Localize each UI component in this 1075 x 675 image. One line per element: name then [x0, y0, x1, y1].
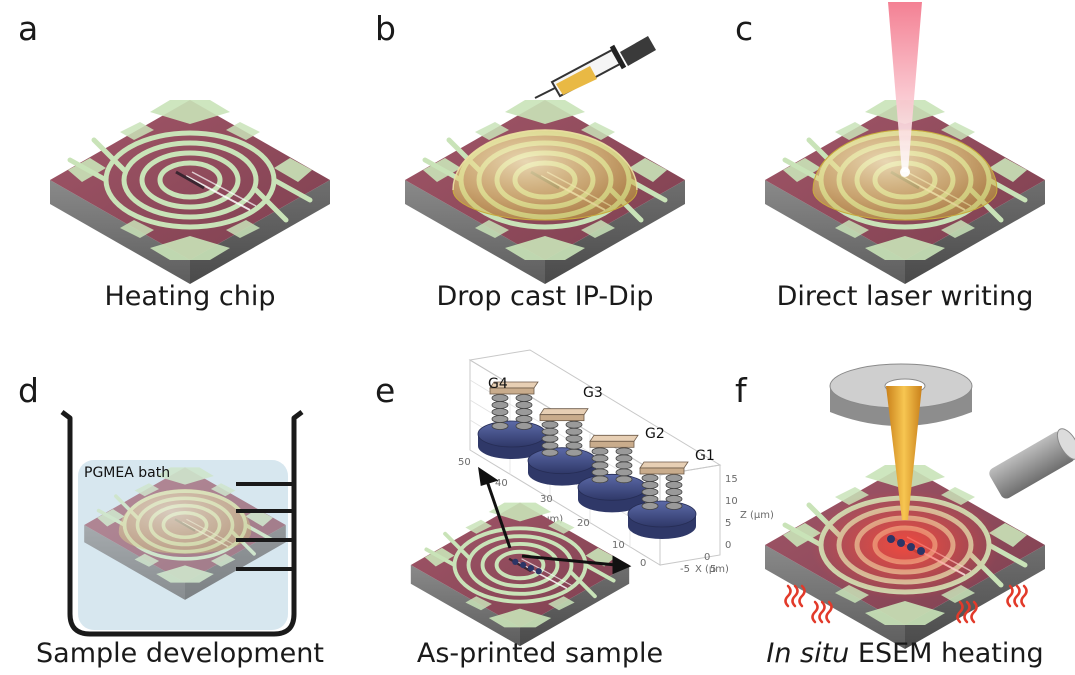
printed-structures — [477, 381, 697, 539]
y-tick-10: 10 — [612, 540, 625, 551]
caption-f-rest: ESEM heating — [849, 638, 1043, 669]
y-tick-20: 20 — [577, 518, 590, 529]
z-tick-0: 0 — [725, 540, 731, 551]
panel-letter-c: c — [735, 9, 753, 48]
caption-f: In situ ESEM heating — [766, 638, 1043, 669]
laser-focus — [900, 167, 910, 177]
caption-c: Direct laser writing — [777, 281, 1034, 312]
heat-wave-icons — [784, 584, 1028, 624]
caption-f-italic: In situ — [766, 638, 849, 669]
zoom-arrows — [478, 466, 632, 575]
label-g2: G2 — [645, 426, 665, 442]
y-tick-40: 40 — [495, 478, 508, 489]
panel-letter-f: f — [735, 371, 748, 410]
panel-letter-d: d — [18, 371, 39, 410]
caption-a: Heating chip — [105, 281, 276, 312]
caption-e: As-printed sample — [417, 638, 663, 669]
esem-heating-chip-illustration — [765, 465, 1045, 649]
z-tick-15: 15 — [725, 474, 738, 485]
panel-letter-a: a — [18, 9, 38, 48]
y-axis-ticks: 50 40 30 20 10 0 — [458, 457, 646, 569]
drop-cast-chip-illustration — [405, 100, 685, 284]
laser-beam-icon — [888, 2, 922, 172]
structure-g4 — [477, 381, 547, 459]
beaker-illustration — [60, 410, 304, 637]
heating-chip-illustration — [50, 100, 330, 284]
panel-letter-b: b — [375, 9, 396, 48]
detector-tip-icon — [886, 386, 922, 520]
label-g3: G3 — [583, 385, 603, 401]
structure-g3 — [527, 408, 597, 486]
detector-cylinder-icon — [989, 428, 1075, 499]
panel-letter-e: e — [375, 371, 395, 410]
caption-b: Drop cast IP-Dip — [437, 281, 654, 312]
y-tick-50: 50 — [458, 457, 471, 468]
x-axis-label: X (µm) — [695, 564, 729, 575]
bath-label: PGMEA bath — [84, 465, 170, 481]
z-tick-10: 10 — [725, 496, 738, 507]
z-axis-label: Z (µm) — [740, 510, 774, 521]
structure-g1 — [627, 461, 697, 539]
label-g1: G1 — [695, 448, 715, 464]
x-tick-neg5: -5 — [680, 564, 690, 575]
y-tick-0: 0 — [640, 558, 646, 569]
y-tick-30: 30 — [540, 494, 553, 505]
caption-d: Sample development — [36, 638, 324, 669]
x-tick-0: 0 — [704, 552, 710, 563]
label-g4: G4 — [488, 376, 508, 392]
syringe-icon — [534, 36, 656, 99]
printed-chip-illustration — [408, 500, 632, 649]
x-tick-5: 5 — [710, 564, 716, 575]
z-tick-5: 5 — [725, 518, 731, 529]
z-axis-ticks: 15 10 5 0 — [725, 474, 738, 551]
structure-g2 — [577, 434, 647, 513]
